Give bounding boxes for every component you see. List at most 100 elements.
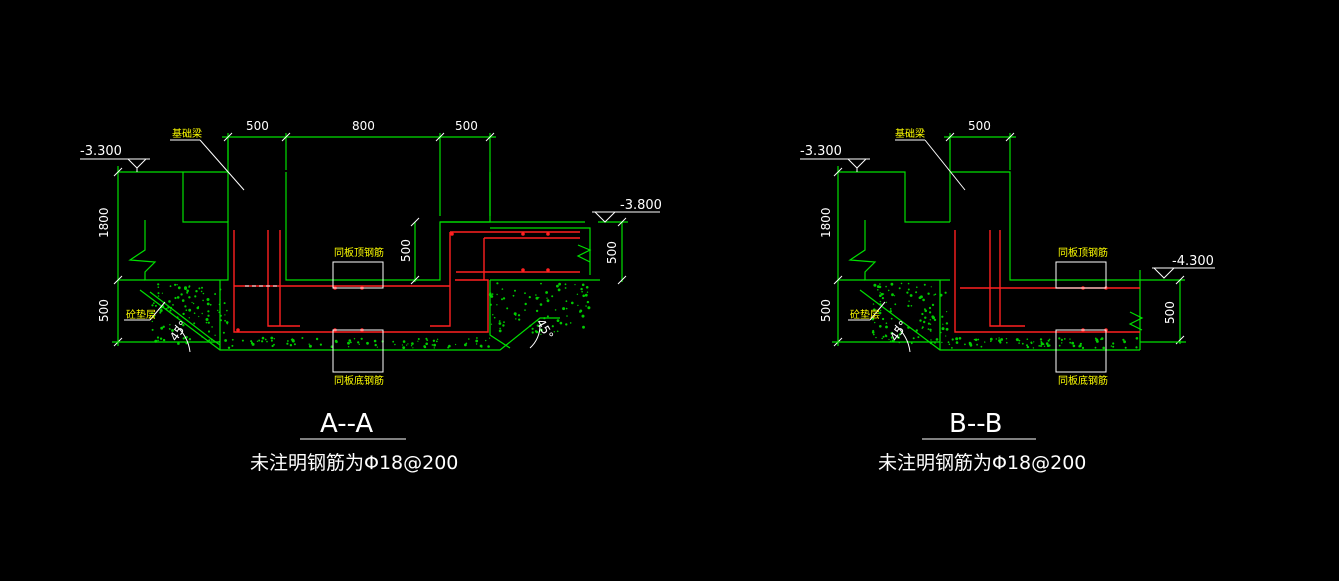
concrete-speckle <box>266 340 268 343</box>
concrete-speckle <box>969 343 973 347</box>
section-a-rebar <box>233 230 580 333</box>
concrete-speckle <box>535 294 537 296</box>
concrete-speckle <box>581 314 585 318</box>
concrete-speckle <box>931 315 935 319</box>
concrete-speckle <box>1047 339 1050 342</box>
concrete-speckle <box>934 293 937 296</box>
concrete-speckle <box>286 342 289 345</box>
concrete-speckle <box>258 339 261 342</box>
section-a-dim-lower-height: 500 <box>97 299 111 322</box>
concrete-speckle <box>1072 344 1076 348</box>
concrete-speckle <box>558 282 561 286</box>
section-a-leaders <box>124 139 541 373</box>
section-a-level-top: -3.300 <box>80 144 122 159</box>
concrete-speckle <box>475 339 479 343</box>
concrete-speckle <box>168 328 171 330</box>
concrete-speckle <box>947 341 950 344</box>
concrete-speckle <box>209 303 212 306</box>
concrete-speckle <box>998 337 1000 339</box>
concrete-speckle <box>301 337 304 339</box>
concrete-speckle <box>151 304 154 307</box>
concrete-speckle <box>184 305 187 308</box>
concrete-speckle <box>1058 344 1061 347</box>
concrete-speckle <box>357 341 360 344</box>
concrete-speckle <box>169 324 171 326</box>
concrete-speckle <box>231 338 234 341</box>
concrete-speckle <box>1000 338 1004 341</box>
concrete-speckle <box>524 309 526 311</box>
concrete-speckle <box>989 337 993 341</box>
concrete-speckle <box>929 319 931 321</box>
concrete-speckle <box>186 291 189 294</box>
concrete-speckle <box>1021 342 1024 345</box>
concrete-speckle <box>156 336 160 339</box>
section-b-dim-upper-height: 1800 <box>819 207 833 238</box>
section-a-label-cushion: 砼垫层 <box>126 308 156 321</box>
concrete-speckle <box>984 341 986 343</box>
concrete-speckle <box>1046 343 1049 345</box>
concrete-speckle <box>921 326 924 329</box>
concrete-speckle <box>465 342 468 345</box>
concrete-speckle <box>924 309 927 313</box>
concrete-speckle <box>423 345 427 349</box>
concrete-speckle <box>222 331 225 334</box>
concrete-speckle <box>273 338 275 340</box>
concrete-speckle <box>502 297 506 300</box>
concrete-speckle <box>448 344 451 348</box>
section-b-concrete-fill <box>871 282 1139 350</box>
concrete-speckle <box>880 292 884 296</box>
concrete-speckle <box>929 311 932 314</box>
concrete-speckle <box>879 283 881 285</box>
concrete-speckle <box>287 340 289 342</box>
concrete-speckle <box>503 321 505 323</box>
concrete-speckle <box>559 321 563 325</box>
concrete-speckle <box>1026 345 1030 349</box>
concrete-speckle <box>535 296 539 300</box>
concrete-speckle <box>211 326 213 328</box>
concrete-speckle <box>224 339 228 342</box>
concrete-speckle <box>468 338 470 340</box>
concrete-speckle <box>977 338 980 341</box>
concrete-speckle <box>910 342 913 345</box>
concrete-speckle <box>1094 346 1097 349</box>
concrete-speckle <box>551 325 554 328</box>
section-a-label-bottom-rebar: 同板底钢筋 <box>334 374 384 387</box>
concrete-speckle <box>873 283 877 287</box>
concrete-speckle <box>492 314 494 316</box>
concrete-speckle <box>524 302 527 306</box>
concrete-speckle <box>513 312 517 316</box>
concrete-speckle <box>315 337 319 341</box>
concrete-speckle <box>877 289 879 291</box>
concrete-speckle <box>475 343 478 345</box>
concrete-speckle <box>192 302 195 305</box>
concrete-speckle <box>425 337 428 340</box>
concrete-speckle <box>564 283 567 286</box>
concrete-speckle <box>224 319 227 322</box>
concrete-speckle <box>576 293 579 295</box>
concrete-speckle <box>1100 337 1104 340</box>
concrete-speckle <box>177 286 181 290</box>
concrete-speckle <box>206 298 210 301</box>
concrete-speckle <box>464 343 467 347</box>
concrete-speckle <box>174 283 177 286</box>
section-b-drawing: 500 1800 500 500 -3.300 -4.300 基础梁 砼垫层 同… <box>800 119 1215 474</box>
concrete-speckle <box>512 294 515 297</box>
concrete-speckle <box>159 309 163 312</box>
concrete-speckle <box>490 295 494 298</box>
concrete-speckle <box>290 339 293 341</box>
concrete-speckle <box>574 284 576 286</box>
concrete-speckle <box>169 285 172 288</box>
concrete-speckle <box>930 330 932 332</box>
concrete-speckle <box>271 344 274 348</box>
concrete-speckle <box>373 339 377 343</box>
concrete-speckle <box>431 344 434 346</box>
concrete-speckle <box>426 339 429 341</box>
concrete-speckle <box>531 327 534 330</box>
concrete-speckle <box>1018 339 1021 342</box>
concrete-speckle <box>1040 345 1042 347</box>
concrete-speckle <box>498 322 502 325</box>
concrete-speckle <box>476 337 478 339</box>
concrete-speckle <box>556 284 559 288</box>
concrete-speckle <box>582 325 585 329</box>
concrete-speckle <box>931 303 935 307</box>
